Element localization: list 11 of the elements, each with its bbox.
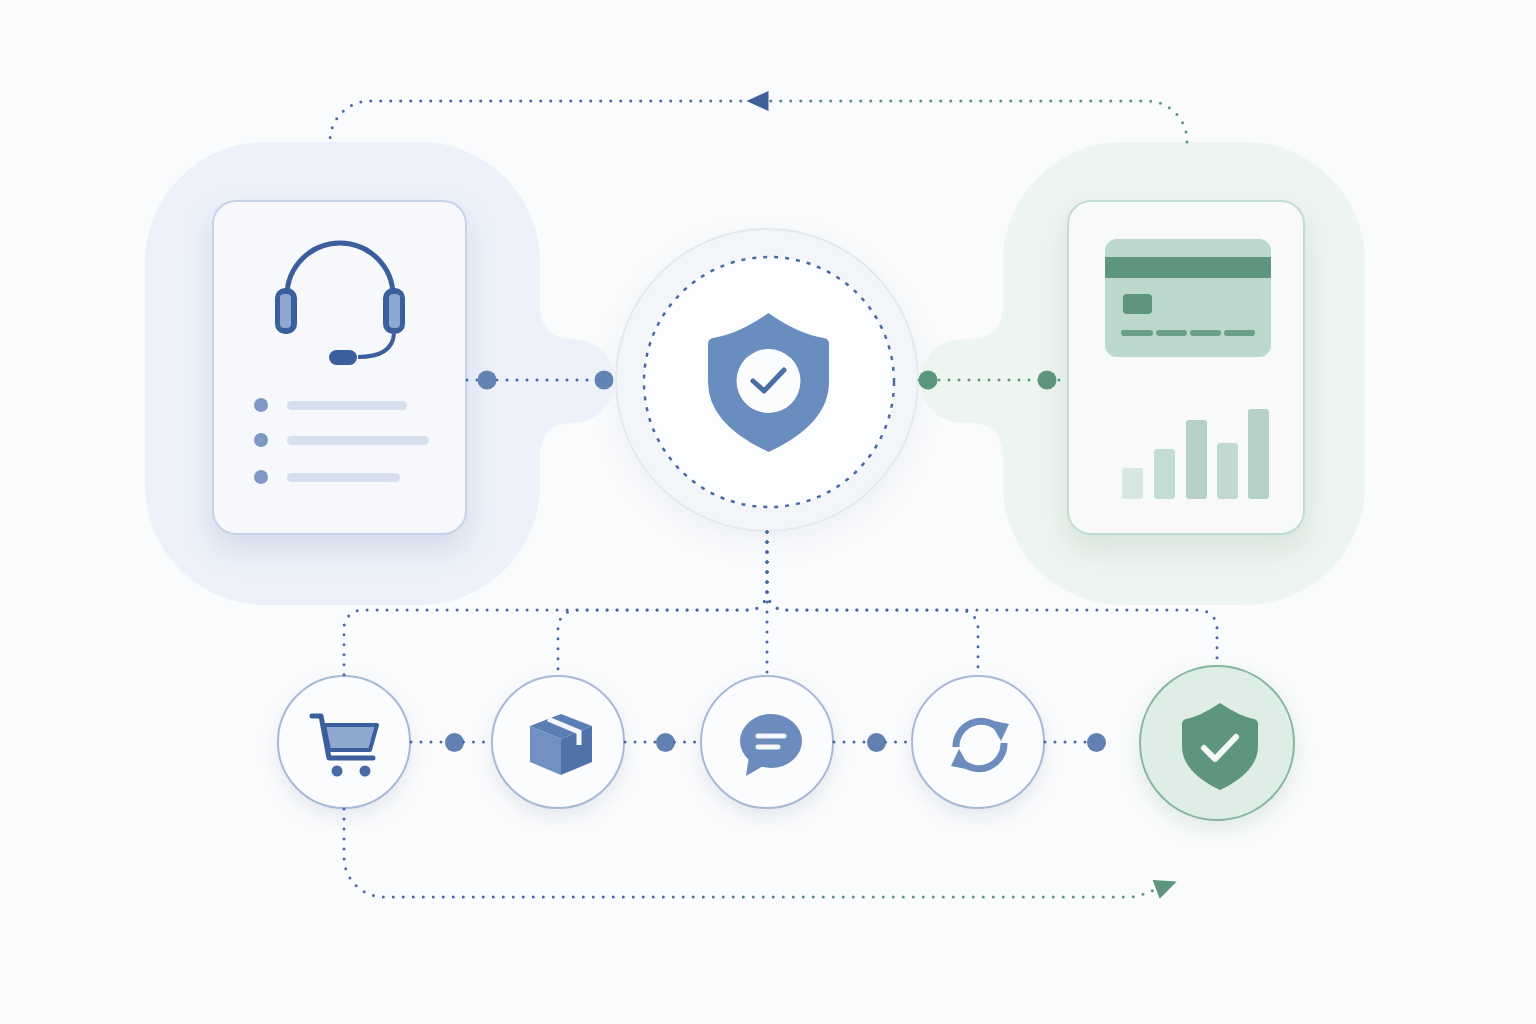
junction-dot: [444, 732, 464, 752]
junction-dot: [1086, 732, 1106, 752]
billing-card: [1067, 200, 1305, 535]
junction-dot: [655, 732, 675, 752]
dotted-connector: [832, 740, 868, 744]
card-backdrop: [145, 142, 540, 605]
junction-dot: [866, 732, 886, 752]
dotted-connector: [1043, 740, 1088, 744]
dotted-connector: [623, 740, 657, 744]
support-card: [212, 200, 467, 535]
arrow: [342, 807, 1177, 899]
